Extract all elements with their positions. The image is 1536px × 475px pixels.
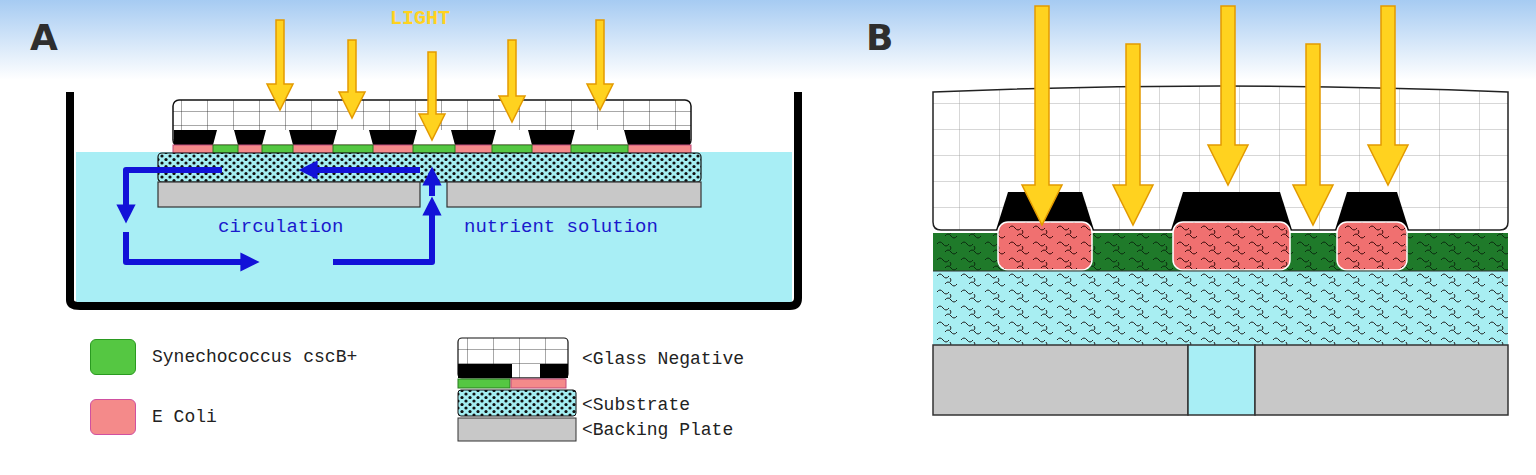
- flow-label: circulation: [218, 218, 343, 237]
- panel-letter: B: [866, 20, 893, 56]
- light-arrows: [267, 20, 613, 140]
- light-arrows: [1022, 6, 1408, 225]
- circulation-arrows: [126, 170, 432, 262]
- legend-text: <Backing Plate: [582, 421, 733, 439]
- nutrient-water: [76, 152, 792, 302]
- key-substrate: [458, 390, 576, 416]
- legend-text: Synechococcus cscB+: [152, 348, 357, 366]
- backing-plate-detail: [1255, 345, 1508, 415]
- key-glass: [458, 338, 568, 378]
- layer-line: [933, 271, 1508, 272]
- backing-plate: [158, 182, 420, 207]
- mask-blocks: [996, 192, 1409, 270]
- legend-entry: Synechococcus cscB+: [90, 339, 357, 375]
- legend-text: E Coli: [152, 408, 217, 426]
- legend-text: <Glass Negative: [582, 350, 744, 368]
- key-pink: [511, 379, 566, 388]
- channel: [1188, 345, 1255, 415]
- legend-text: <Substrate: [582, 396, 690, 414]
- legend-entry: <Backing Plate: [582, 421, 733, 439]
- legend-entry: <Glass Negative: [582, 350, 744, 368]
- panel-letter: A: [30, 20, 58, 56]
- backing-plate-detail: [933, 345, 1188, 415]
- legend-swatch: [90, 399, 136, 435]
- legend-entry: E Coli: [90, 399, 217, 435]
- key-backing: [458, 418, 576, 441]
- backing-plate: [447, 182, 701, 207]
- legend-swatch: [90, 339, 136, 375]
- legend-entry: <Substrate: [582, 396, 690, 414]
- cell-layer: [173, 145, 691, 153]
- substrate-detail: [933, 271, 1508, 346]
- light-label: LIGHT: [390, 9, 450, 29]
- key-mask: [458, 364, 568, 378]
- key-green: [458, 379, 510, 388]
- region-label: nutrient solution: [464, 218, 658, 237]
